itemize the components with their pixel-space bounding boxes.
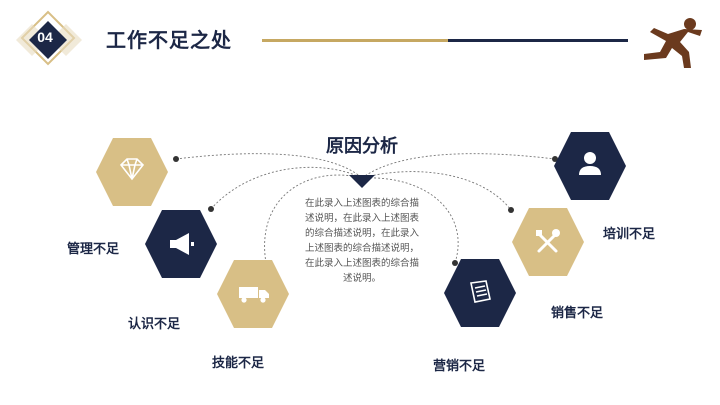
label-training: 培训不足 [603,226,656,241]
hexagon-training [554,132,626,200]
section-number: 04 [37,29,53,45]
hexagon-awareness [145,210,217,278]
diamond-icon [119,158,145,181]
person-icon [579,152,601,175]
runner-icon [644,18,702,68]
header-divider-dark [448,39,628,42]
tools-icon [537,232,558,253]
document-icon [470,280,491,303]
label-skills: 技能不足 [212,355,265,370]
header-decoration [16,10,82,66]
truck-icon [239,287,269,303]
megaphone-icon [170,233,194,255]
hexagon-management [96,138,168,206]
label-sales: 销售不足 [551,305,604,320]
hexagon-sales [512,208,584,276]
center-description: 在此录入上述图表的综合描述说明，在此录入上述图表的综合描述说明，在此录入上述图表… [304,198,419,284]
label-awareness: 认识不足 [128,316,181,331]
center-title: 原因分析 [326,136,398,156]
label-marketing: 营销不足 [433,358,486,373]
label-management: 管理不足 [67,241,120,256]
hexagon-skills [217,260,289,328]
header-divider [262,39,448,42]
hexagon-marketing [444,259,516,327]
page-title: 工作不足之处 [106,30,232,52]
